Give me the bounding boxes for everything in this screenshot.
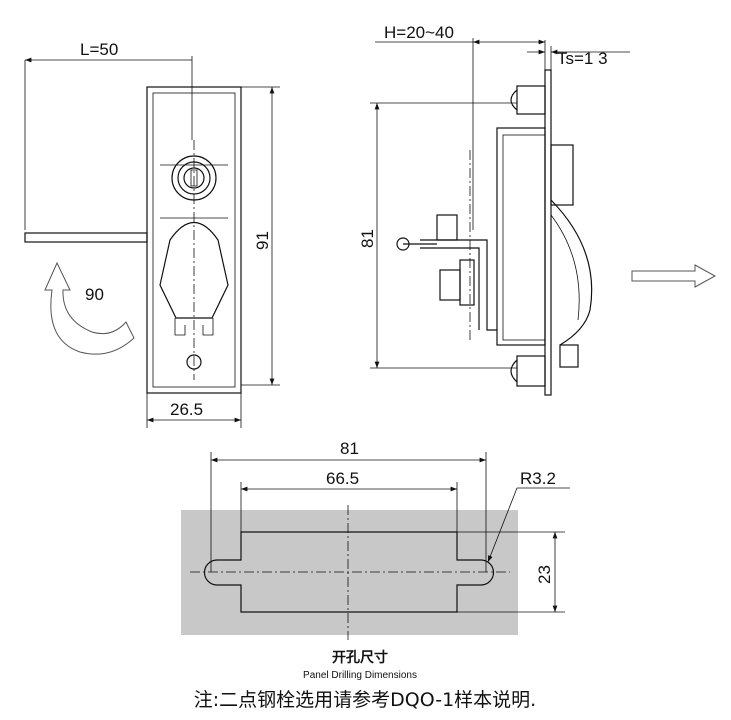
rotation-arrow-icon <box>44 261 135 355</box>
lock-body <box>496 127 546 346</box>
panel-thickness-label: Ts=1 3 <box>557 49 608 68</box>
lever-bar <box>24 232 148 243</box>
footnote: 注:二点钢栓选用请参考DQO-1样本说明. <box>194 689 536 711</box>
handle-lozenge <box>159 222 229 319</box>
side-view: H=20~40 Ts=1 3 81 <box>358 23 717 396</box>
front-view: L=50 91 26.5 90 <box>24 40 280 428</box>
bottom-stud <box>510 355 546 387</box>
cutout-title-en: Panel Drilling Dimensions <box>303 670 417 681</box>
cutout-height-label: 23 <box>535 565 554 584</box>
side-height-label: 81 <box>358 229 377 248</box>
grip-range-label: H=20~40 <box>384 23 454 42</box>
panel-section <box>544 69 552 396</box>
cutout-view: 81 66.5 R3.2 23 开孔尺寸 Panel Drilling Dime… <box>181 439 570 681</box>
front-plate-inner <box>152 92 236 388</box>
panel-area <box>181 510 518 635</box>
dome <box>550 199 593 346</box>
direction-arrow-icon <box>631 264 717 288</box>
cutout-length-label: 81 <box>340 439 359 458</box>
radius-label: R3.2 <box>520 469 556 488</box>
front-width-label: 26.5 <box>170 400 203 419</box>
cutout-title-cn: 开孔尺寸 <box>332 649 388 666</box>
bracket <box>420 239 497 331</box>
front-height-label: 91 <box>253 231 272 250</box>
top-stud <box>510 85 546 115</box>
lever-length-label: L=50 <box>80 40 118 59</box>
cutout-inner-length-label: 66.5 <box>326 469 359 488</box>
rotation-angle-label: 90 <box>85 285 104 304</box>
